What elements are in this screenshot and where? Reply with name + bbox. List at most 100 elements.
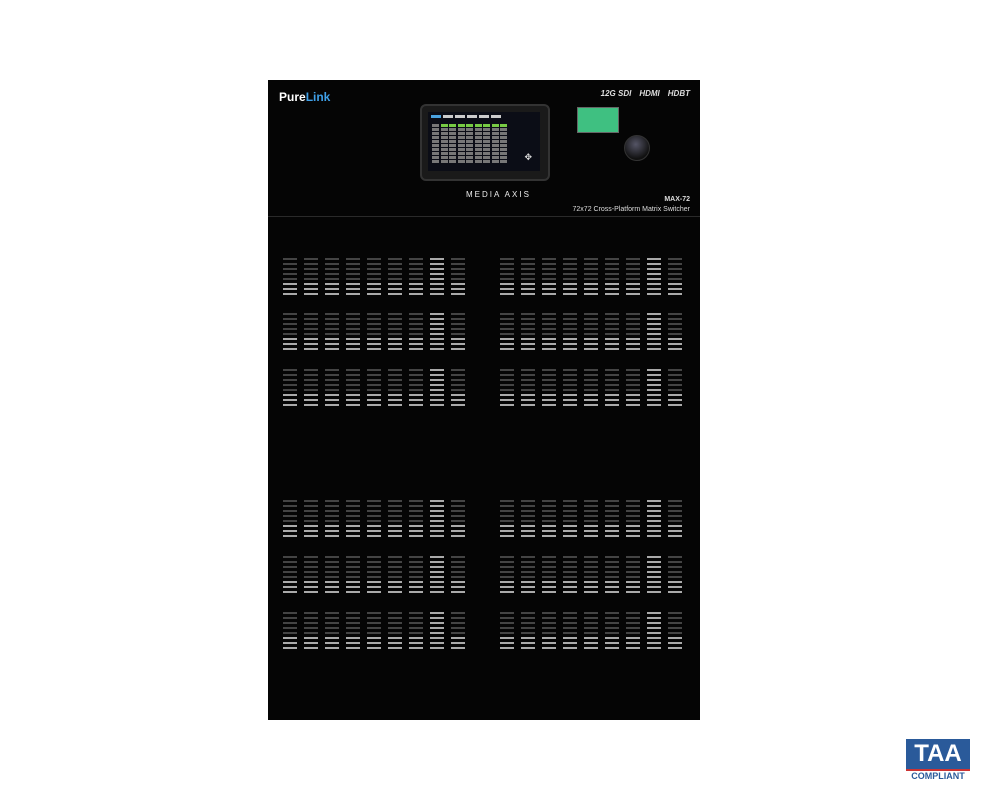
vent-slat bbox=[409, 510, 423, 512]
vent-slat bbox=[668, 535, 682, 537]
vent-slat bbox=[346, 556, 360, 558]
vent-slat bbox=[388, 530, 402, 532]
vent-slat bbox=[668, 348, 682, 350]
vent-slat bbox=[521, 404, 535, 406]
vent-slat bbox=[521, 333, 535, 335]
vent-slat bbox=[647, 263, 661, 265]
vent-slat bbox=[500, 369, 514, 371]
vent-slat bbox=[283, 500, 297, 502]
vent-slat bbox=[668, 384, 682, 386]
vent-slat bbox=[605, 369, 619, 371]
vent-slat bbox=[388, 642, 402, 644]
vent-slat bbox=[346, 530, 360, 532]
vent-slat bbox=[563, 627, 577, 629]
vent-slat bbox=[367, 591, 381, 593]
vent-slat bbox=[367, 566, 381, 568]
vent-slat bbox=[605, 530, 619, 532]
vent-slat bbox=[605, 288, 619, 290]
vent-slat bbox=[283, 404, 297, 406]
vent-slat bbox=[346, 338, 360, 340]
vent-slat bbox=[521, 338, 535, 340]
vent-slat bbox=[542, 343, 556, 345]
touchscreen-display[interactable]: ✥ bbox=[428, 112, 540, 171]
vent-slat bbox=[430, 384, 444, 386]
vent-slat bbox=[283, 389, 297, 391]
vent-slat bbox=[500, 379, 514, 381]
vent-slat bbox=[647, 576, 661, 578]
vent-slat bbox=[367, 268, 381, 270]
vent-slat bbox=[409, 632, 423, 634]
vent-slat bbox=[500, 520, 514, 522]
vent-slat bbox=[325, 268, 339, 270]
vent-slat bbox=[563, 263, 577, 265]
vent-slat bbox=[430, 571, 444, 573]
vent-slat bbox=[563, 323, 577, 325]
vent-slat bbox=[304, 530, 318, 532]
vent-slat bbox=[626, 500, 640, 502]
vent-slat bbox=[605, 581, 619, 583]
vent-slat bbox=[367, 500, 381, 502]
vent-slat bbox=[388, 510, 402, 512]
vent-slat bbox=[451, 617, 465, 619]
vent-slat bbox=[605, 343, 619, 345]
vent-slat bbox=[325, 318, 339, 320]
vent-slat bbox=[346, 288, 360, 290]
vent-slat bbox=[563, 273, 577, 275]
touchscreen-panel[interactable]: ✥ bbox=[420, 104, 550, 181]
vent-slat bbox=[647, 338, 661, 340]
vent-slat bbox=[388, 515, 402, 517]
vent-slat bbox=[542, 293, 556, 295]
vent-slat bbox=[325, 323, 339, 325]
vent-slat bbox=[542, 394, 556, 396]
vent-slat bbox=[451, 258, 465, 260]
vent-slat bbox=[605, 622, 619, 624]
vent-slat bbox=[409, 627, 423, 629]
vent-slat bbox=[283, 268, 297, 270]
vent-slat bbox=[346, 627, 360, 629]
vent-slat bbox=[563, 318, 577, 320]
vent-slat bbox=[451, 384, 465, 386]
vent-slat bbox=[304, 404, 318, 406]
vent-slat bbox=[542, 318, 556, 320]
vent-slat bbox=[451, 268, 465, 270]
vent-slat bbox=[325, 530, 339, 532]
vent-slat bbox=[521, 399, 535, 401]
vent-slat bbox=[283, 333, 297, 335]
vent-slat bbox=[388, 535, 402, 537]
control-knob[interactable] bbox=[624, 135, 650, 161]
vent-slat bbox=[563, 566, 577, 568]
vent-slat bbox=[626, 642, 640, 644]
vent-slat bbox=[668, 313, 682, 315]
vent-slat bbox=[542, 500, 556, 502]
vent-slat bbox=[521, 510, 535, 512]
vent-slat bbox=[451, 369, 465, 371]
vent-slat bbox=[563, 505, 577, 507]
vent-slat bbox=[325, 622, 339, 624]
vent-slat bbox=[325, 581, 339, 583]
vent-slat bbox=[388, 283, 402, 285]
vent-slat bbox=[542, 268, 556, 270]
vent-slat bbox=[668, 404, 682, 406]
vent-slat bbox=[283, 505, 297, 507]
vent-slat bbox=[563, 399, 577, 401]
vent-slat bbox=[668, 622, 682, 624]
vent-slat bbox=[430, 389, 444, 391]
vent-slat bbox=[409, 348, 423, 350]
vent-slat bbox=[521, 515, 535, 517]
vent-slat bbox=[563, 500, 577, 502]
vent-slat bbox=[367, 617, 381, 619]
sdi-badge: 12G SDI bbox=[600, 89, 632, 98]
vent-slat bbox=[367, 525, 381, 527]
vent-slat bbox=[346, 505, 360, 507]
vent-slat bbox=[668, 627, 682, 629]
vent-slat bbox=[451, 586, 465, 588]
vent-slat bbox=[584, 556, 598, 558]
vent-slat bbox=[584, 632, 598, 634]
vent-slat bbox=[367, 369, 381, 371]
vent-slat bbox=[584, 591, 598, 593]
vent-slat bbox=[388, 647, 402, 649]
vent-slat bbox=[500, 313, 514, 315]
vent-slat bbox=[563, 612, 577, 614]
vent-slat bbox=[346, 268, 360, 270]
vent-slat bbox=[409, 374, 423, 376]
